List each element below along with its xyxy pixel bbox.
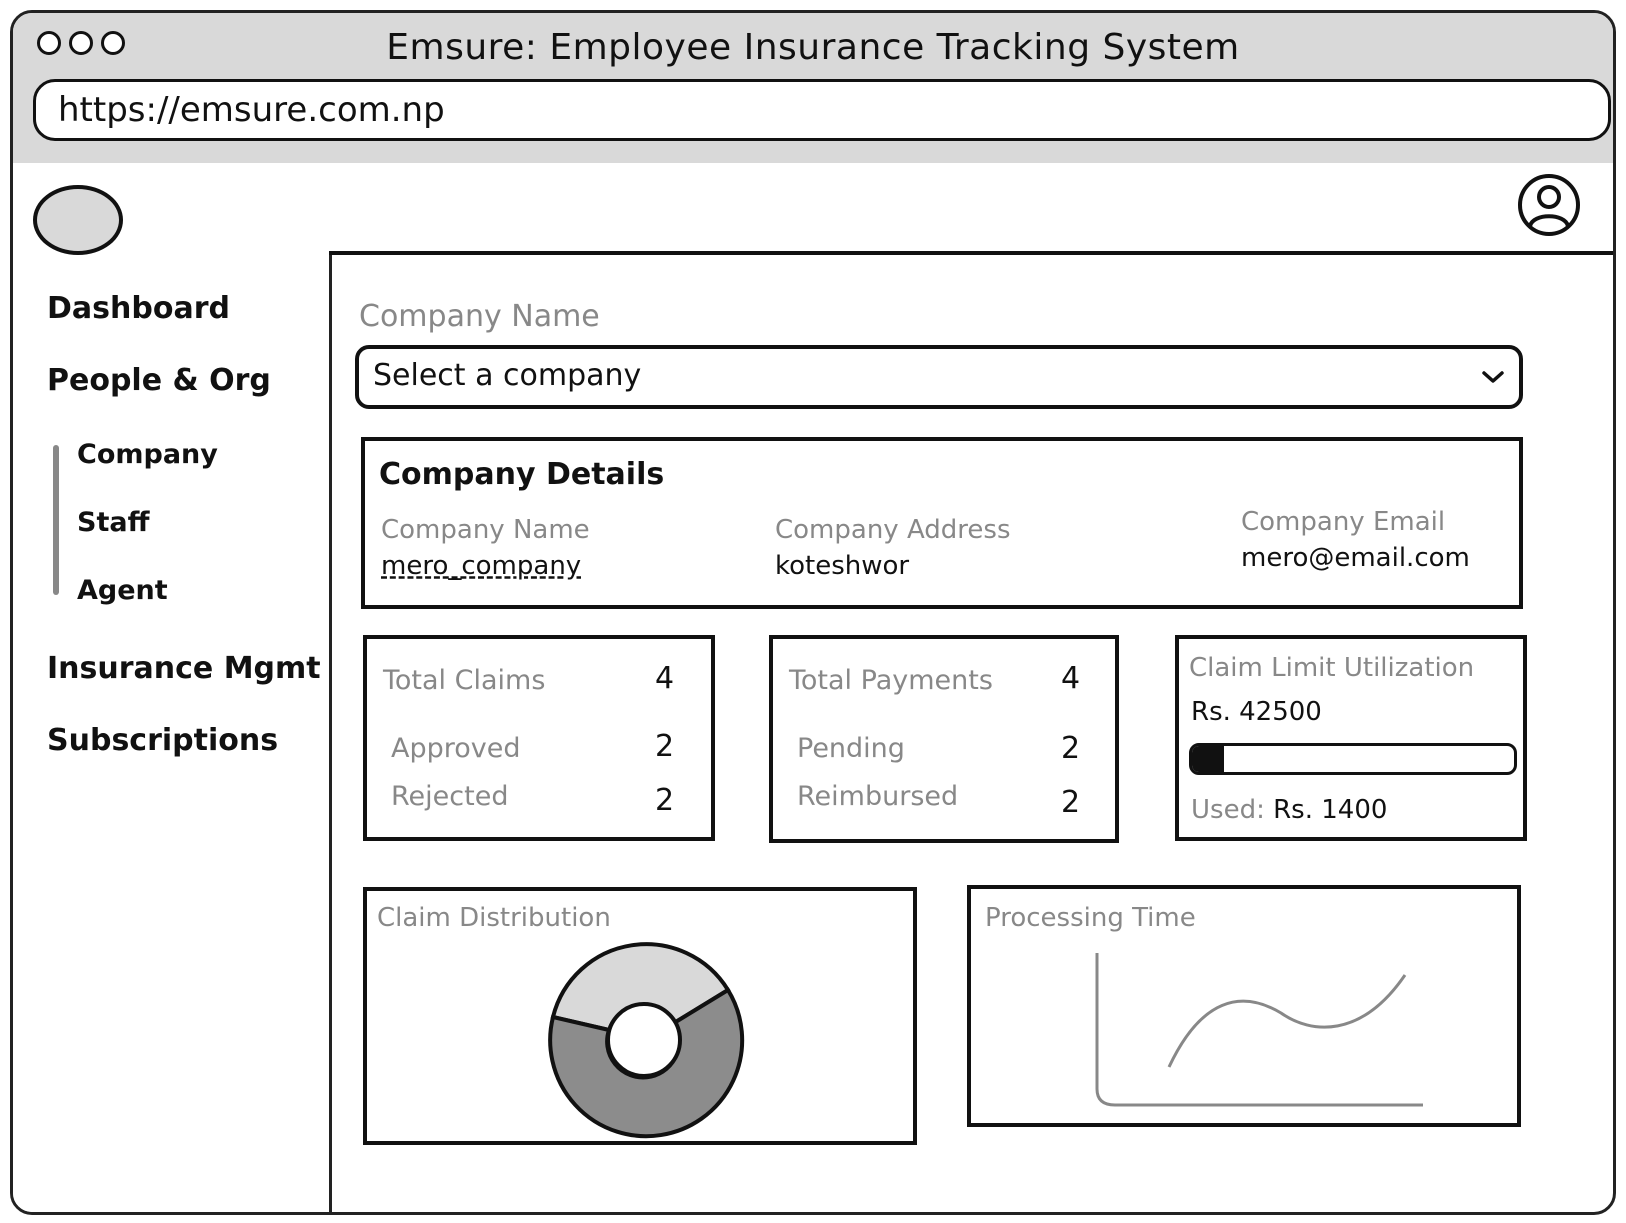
detail-name-label: Company Name: [381, 515, 590, 545]
processing-time-line-chart: [1095, 953, 1423, 1107]
address-bar[interactable]: https://emsure.com.np: [33, 79, 1611, 141]
detail-address-value: koteshwor: [775, 551, 910, 581]
detail-address-label: Company Address: [775, 515, 1011, 545]
utilization-progress-bar: [1189, 743, 1517, 775]
company-name-label: Company Name: [359, 299, 600, 334]
close-window-button[interactable]: [37, 31, 61, 55]
claim-distribution-donut: [548, 942, 745, 1139]
approved-value: 2: [655, 729, 675, 764]
approved-label: Approved: [391, 733, 521, 764]
window-controls: [37, 31, 125, 55]
payments-summary-card: Total Payments 4 Pending 2 Reimbursed 2: [769, 635, 1119, 843]
claims-summary-card: Total Claims 4 Approved 2 Rejected 2: [363, 635, 715, 841]
utilization-progress-fill: [1192, 746, 1225, 772]
processing-time-title: Processing Time: [985, 903, 1196, 933]
reimbursed-value: 2: [1061, 785, 1081, 820]
utilization-used: Used: Rs. 1400: [1191, 795, 1387, 825]
pending-value: 2: [1061, 731, 1081, 766]
sidebar-subitem-agent[interactable]: Agent: [77, 575, 168, 606]
sidebar-subitem-company[interactable]: Company: [77, 439, 218, 470]
sidebar-item-subscriptions[interactable]: Subscriptions: [47, 723, 279, 758]
window-title: Emsure: Employee Insurance Tracking Syst…: [386, 27, 1240, 68]
user-avatar-icon[interactable]: [1517, 173, 1581, 237]
company-select[interactable]: Select a company: [355, 345, 1523, 409]
sidebar-item-insurance-mgmt[interactable]: Insurance Mgmt: [47, 651, 321, 686]
utilization-limit: Rs. 42500: [1191, 697, 1322, 727]
company-details-title: Company Details: [379, 457, 665, 492]
total-payments-value: 4: [1061, 661, 1081, 696]
utilization-title: Claim Limit Utilization: [1189, 653, 1475, 683]
total-claims-value: 4: [655, 661, 675, 696]
chevron-down-icon: [1482, 371, 1504, 383]
detail-name-value: mero_company: [381, 551, 582, 581]
reimbursed-label: Reimbursed: [797, 781, 959, 812]
company-select-value: Select a company: [373, 358, 642, 393]
total-payments-label: Total Payments: [789, 665, 993, 696]
top-bar: [329, 163, 1613, 255]
claim-limit-utilization-card: Claim Limit Utilization Rs. 42500 Used: …: [1175, 635, 1527, 841]
claim-distribution-card: Claim Distribution: [363, 887, 917, 1145]
detail-email-label: Company Email: [1241, 507, 1446, 537]
app-logo: [33, 185, 123, 255]
maximize-window-button[interactable]: [101, 31, 125, 55]
used-label: Used:: [1191, 795, 1265, 825]
rejected-label: Rejected: [391, 781, 509, 812]
processing-time-card: Processing Time: [967, 885, 1521, 1127]
browser-window: Emsure: Employee Insurance Tracking Syst…: [10, 10, 1616, 1215]
total-claims-label: Total Claims: [383, 665, 546, 696]
minimize-window-button[interactable]: [69, 31, 93, 55]
url-text: https://emsure.com.np: [58, 90, 445, 130]
submenu-indicator: [53, 445, 59, 595]
pending-label: Pending: [797, 733, 905, 764]
sidebar: Dashboard People & Org Company Staff Age…: [13, 163, 332, 1212]
claim-distribution-title: Claim Distribution: [377, 903, 611, 933]
rejected-value: 2: [655, 783, 675, 818]
processing-time-line: [1167, 974, 1407, 1068]
sidebar-subitem-staff[interactable]: Staff: [77, 507, 150, 538]
chart-axes: [1095, 953, 1423, 1107]
detail-email-value: mero@email.com: [1241, 543, 1470, 573]
title-bar: Emsure: Employee Insurance Tracking Syst…: [13, 13, 1613, 166]
sidebar-item-people-org[interactable]: People & Org: [47, 363, 271, 398]
company-details-card: Company Details Company Name mero_compan…: [361, 437, 1523, 609]
used-value: Rs. 1400: [1273, 795, 1388, 825]
sidebar-item-dashboard[interactable]: Dashboard: [47, 291, 230, 326]
